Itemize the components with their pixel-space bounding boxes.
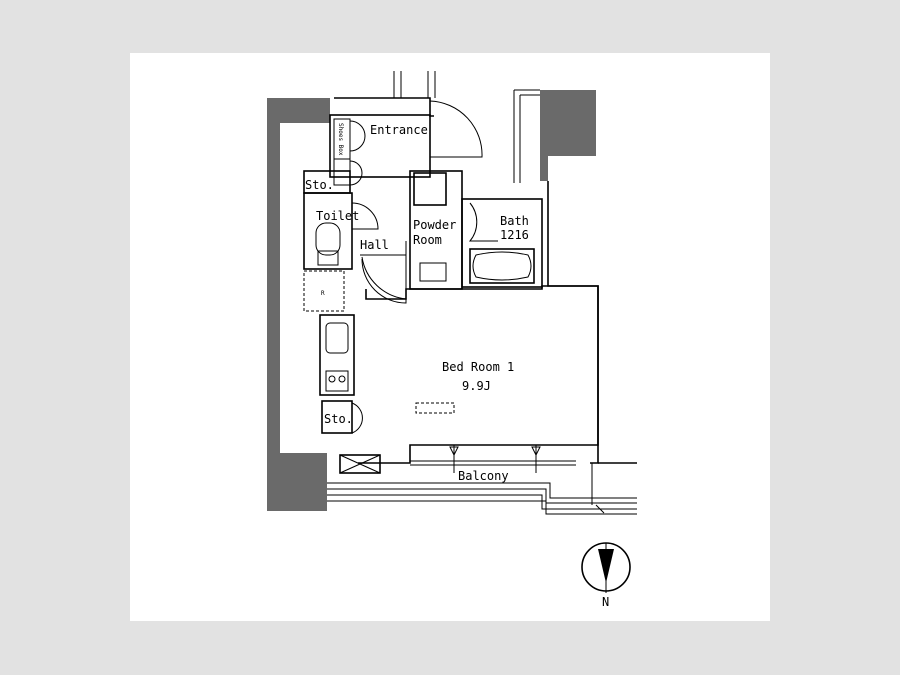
kitchen-sink [325,322,349,354]
bedroom-walls [358,285,599,464]
aircon-unit [415,402,455,414]
powder-door[interactable] [361,258,407,304]
bedroom-door[interactable] [361,256,407,300]
floor-plan: Shoes Box Entrance Sto. Toilet Hall Powd… [267,71,637,609]
storage-bottom-door[interactable] [351,402,363,434]
north-label: N [602,595,609,609]
shoes-box-label: Shoes Box [337,123,344,156]
shoes-box-doors [349,120,366,186]
toilet-label: Toilet [316,209,359,223]
toilet-tank [317,250,339,266]
pipe-left [393,71,402,98]
balcony-drain [591,463,605,514]
east-column [540,90,596,181]
balcony-railing [327,482,637,515]
bath-label: Bath [500,214,529,228]
stove [325,370,349,392]
kitchen-counter [319,314,355,396]
window-frame [410,460,576,466]
floor-plan-sheet: Shoes Box Entrance Sto. Toilet Hall Powd… [130,53,770,621]
hall-label: Hall [360,238,389,252]
bath-room [461,198,543,288]
bath-size-label: 1216 [500,228,529,242]
storage-bottom [321,400,353,434]
powder-label-2: Room [413,233,442,247]
bedroom-size-label: 9.9J [462,379,491,393]
outer-east-line [547,181,599,464]
shoes-box-2 [333,158,351,186]
bedroom-label: Bed Room 1 [442,360,514,374]
toilet-bowl [315,222,341,256]
bathtub [469,248,535,284]
outdoor-unit-cross [339,454,381,474]
entrance-door[interactable] [429,100,483,158]
burner-1 [328,375,336,383]
bathtub-basin [472,251,532,281]
pipe-right [427,71,436,98]
fridge-space [303,270,345,312]
window-markers [449,446,541,457]
bath-door[interactable] [468,202,498,242]
wash-basin [419,262,447,282]
powder-label-1: Powder [413,218,456,232]
corridor-lines [513,89,540,183]
outer-wall-line [334,97,434,117]
window-mullions [453,445,537,473]
entrance-label: Entrance [370,123,428,137]
west-wall [267,98,330,511]
toilet-room [303,192,353,270]
fridge-mark: R [321,290,325,297]
storage-top-label: Sto. [305,178,334,192]
outdoor-unit [339,454,381,474]
toilet-door[interactable] [351,202,379,230]
burner-2 [338,375,346,383]
storage-bottom-label: Sto. [324,412,353,426]
north-arrow-icon [581,542,631,593]
balcony-label: Balcony [458,469,509,483]
washer [413,172,447,206]
